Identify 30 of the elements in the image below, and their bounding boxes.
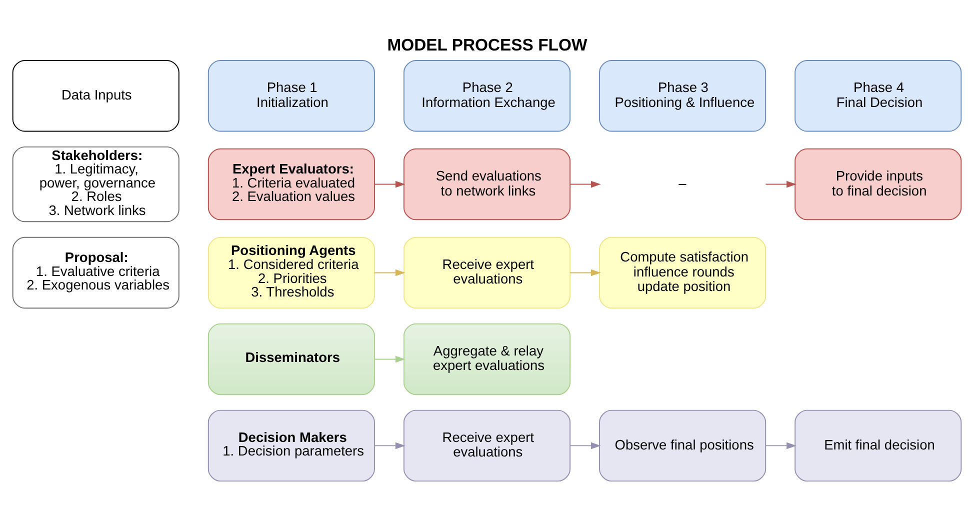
node-box: Expert Evaluators: 1. Criteria evaluated 2. Evaluation values <box>208 148 375 220</box>
arrow <box>765 180 796 188</box>
arrow <box>570 268 601 276</box>
arrow <box>374 180 406 188</box>
node-box: Phase 4 Final Decision <box>794 59 962 132</box>
node-box: Data Inputs <box>12 59 180 132</box>
node-box: Phase 3 Positioning & Influence <box>599 59 766 132</box>
arrow <box>374 355 406 362</box>
node-box: Provide inputs to final decision <box>794 148 962 220</box>
arrow <box>570 180 601 188</box>
diagram-title: MODEL PROCESS FLOW <box>387 34 588 54</box>
node-box: Stakeholders: 1. Legitimacy, power, governance 2. Roles 3. Network links <box>12 146 180 222</box>
node-box: Phase 2 Information Exchange <box>403 59 571 132</box>
node-box: Aggregate & relay expert evaluations <box>403 322 571 395</box>
node-box: Receive expert evaluations <box>403 236 571 308</box>
node-box: Receive expert evaluations <box>403 409 571 482</box>
node-box: Disseminators <box>208 322 375 395</box>
node-box: Phase 1 Initialization <box>208 59 375 132</box>
node-box: Proposal: 1. Evaluative criteria 2. Exogenous variables <box>12 236 180 308</box>
node-box: Observe final positions <box>599 409 766 482</box>
arrow <box>570 442 601 449</box>
node-box: Emit final decision <box>794 409 962 482</box>
node-box: Decision Makers 1. Decision parameters <box>208 409 375 482</box>
node-box: Send evaluations to network links <box>403 148 571 220</box>
arrow <box>765 442 796 449</box>
arrow <box>374 442 406 449</box>
node-box: Compute satisfaction influence rounds update position <box>599 236 766 308</box>
node-text: – <box>678 175 686 190</box>
node-box: Positioning Agents 1. Considered criteria 2. Priorities 3. Thresholds <box>208 236 375 308</box>
arrow <box>374 268 406 276</box>
